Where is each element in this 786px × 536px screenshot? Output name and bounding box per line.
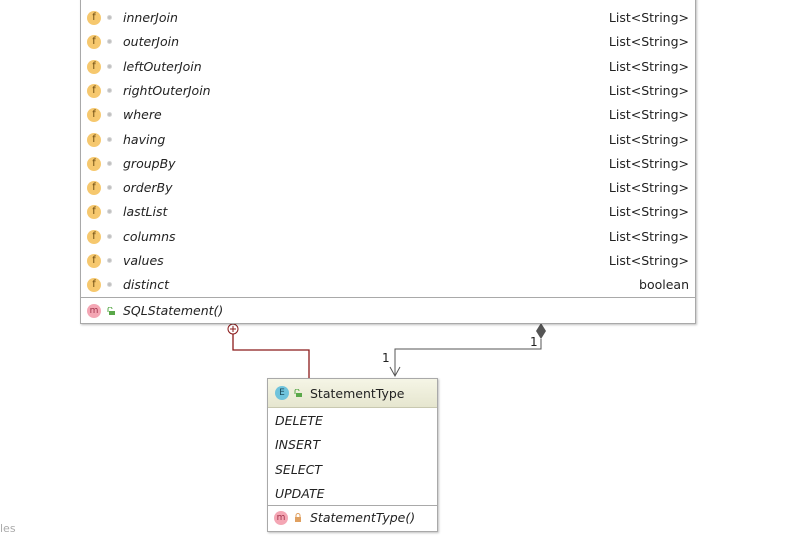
field-icon: f [87, 229, 101, 244]
composition-connector[interactable] [394, 339, 542, 376]
package-visibility-icon [107, 63, 112, 69]
private-lock-icon [295, 513, 301, 522]
package-visibility-icon [107, 136, 112, 142]
method-icon: m [87, 304, 101, 318]
field-name: where [123, 107, 162, 123]
method-name: StatementType() [310, 510, 416, 525]
field-icon: f [87, 59, 101, 74]
field-type: List<String> [608, 180, 689, 196]
method-separator [268, 505, 437, 506]
field-type: List<String> [608, 10, 689, 25]
enum-icon: E [275, 386, 289, 400]
enum-header[interactable]: E StatementType [268, 379, 437, 408]
field-icon: f [87, 132, 101, 147]
field-row[interactable]: f groupBy List<String> [81, 152, 695, 176]
field-icon: f [87, 156, 101, 171]
field-row[interactable]: f columns List<String> [81, 225, 695, 249]
field-name: values [123, 253, 164, 268]
field-name: having [123, 131, 166, 147]
field-icon: f [87, 35, 101, 50]
enum-title: StatementType [310, 386, 405, 401]
field-row[interactable]: f orderBy List<String> [81, 176, 695, 200]
field-icon: f [87, 205, 101, 220]
method-separator [81, 297, 695, 298]
package-visibility-icon [107, 258, 112, 263]
enum-constant[interactable]: UPDATE [275, 486, 325, 501]
public-visibility-icon [107, 307, 115, 315]
package-visibility-icon [107, 209, 112, 215]
field-type: List<String> [608, 253, 689, 268]
side-panel-label: les [0, 522, 16, 535]
package-visibility-icon [107, 112, 112, 118]
field-type: List<String> [608, 131, 689, 147]
field-type: List<String> [608, 107, 689, 123]
package-visibility-icon [107, 39, 112, 45]
inner-class-connector[interactable] [232, 334, 310, 378]
field-name: innerJoin [123, 10, 178, 25]
field-row[interactable]: f values List<String> [81, 249, 695, 273]
field-name: groupBy [123, 155, 176, 171]
field-row[interactable]: f rightOuterJoin List<String> [81, 79, 695, 103]
field-type: List<String> [608, 58, 689, 74]
field-name: columns [123, 228, 176, 244]
field-name: leftOuterJoin [123, 58, 202, 74]
field-row[interactable]: f distinct boolean [81, 273, 695, 297]
field-name: orderBy [123, 180, 173, 196]
field-icon: f [87, 11, 101, 25]
package-visibility-icon [107, 185, 112, 191]
package-visibility-icon [107, 160, 112, 166]
field-icon: f [87, 278, 101, 293]
field-icon: f [87, 254, 101, 268]
field-row[interactable]: f leftOuterJoin List<String> [81, 55, 695, 79]
field-name: distinct [123, 277, 169, 293]
field-row[interactable]: f having List<String> [81, 128, 695, 152]
field-name: lastList [123, 204, 168, 220]
package-visibility-icon [107, 282, 112, 288]
enum-constant[interactable]: DELETE [275, 413, 323, 428]
field-icon: f [87, 83, 101, 98]
field-row[interactable]: f innerJoin List<String> [81, 6, 695, 30]
field-row[interactable]: f lastList List<String> [81, 200, 695, 224]
multiplicity-source: 1 [530, 335, 538, 349]
method-row[interactable]: m StatementType() [268, 506, 437, 530]
field-row[interactable]: f outerJoin List<String> [81, 30, 695, 54]
arrowhead-icon [389, 366, 401, 378]
enum-constant[interactable]: SELECT [275, 462, 323, 477]
field-name: outerJoin [123, 34, 180, 50]
package-visibility-icon [107, 15, 112, 20]
package-visibility-icon [107, 87, 112, 93]
field-name: rightOuterJoin [123, 82, 211, 98]
field-icon: f [87, 108, 101, 123]
package-visibility-icon [107, 233, 112, 239]
field-icon: f [87, 181, 101, 196]
public-visibility-icon [294, 389, 302, 397]
field-type: List<String> [608, 228, 689, 244]
field-type: List<String> [608, 204, 689, 220]
field-type: List<String> [608, 82, 689, 98]
method-icon: m [274, 511, 288, 525]
multiplicity-target: 1 [382, 351, 390, 365]
enum-constant[interactable]: INSERT [275, 437, 321, 452]
field-type: List<String> [608, 155, 689, 171]
composition-diamond-icon [536, 323, 546, 339]
field-type: List<String> [608, 34, 689, 50]
statement-type-enum[interactable]: E StatementType DELETE INSERT SELECT UPD… [267, 378, 438, 532]
field-type: boolean [639, 277, 689, 293]
field-row[interactable]: f where List<String> [81, 103, 695, 127]
method-row[interactable]: m SQLStatement() [81, 299, 695, 323]
method-name: SQLStatement() [123, 303, 224, 318]
